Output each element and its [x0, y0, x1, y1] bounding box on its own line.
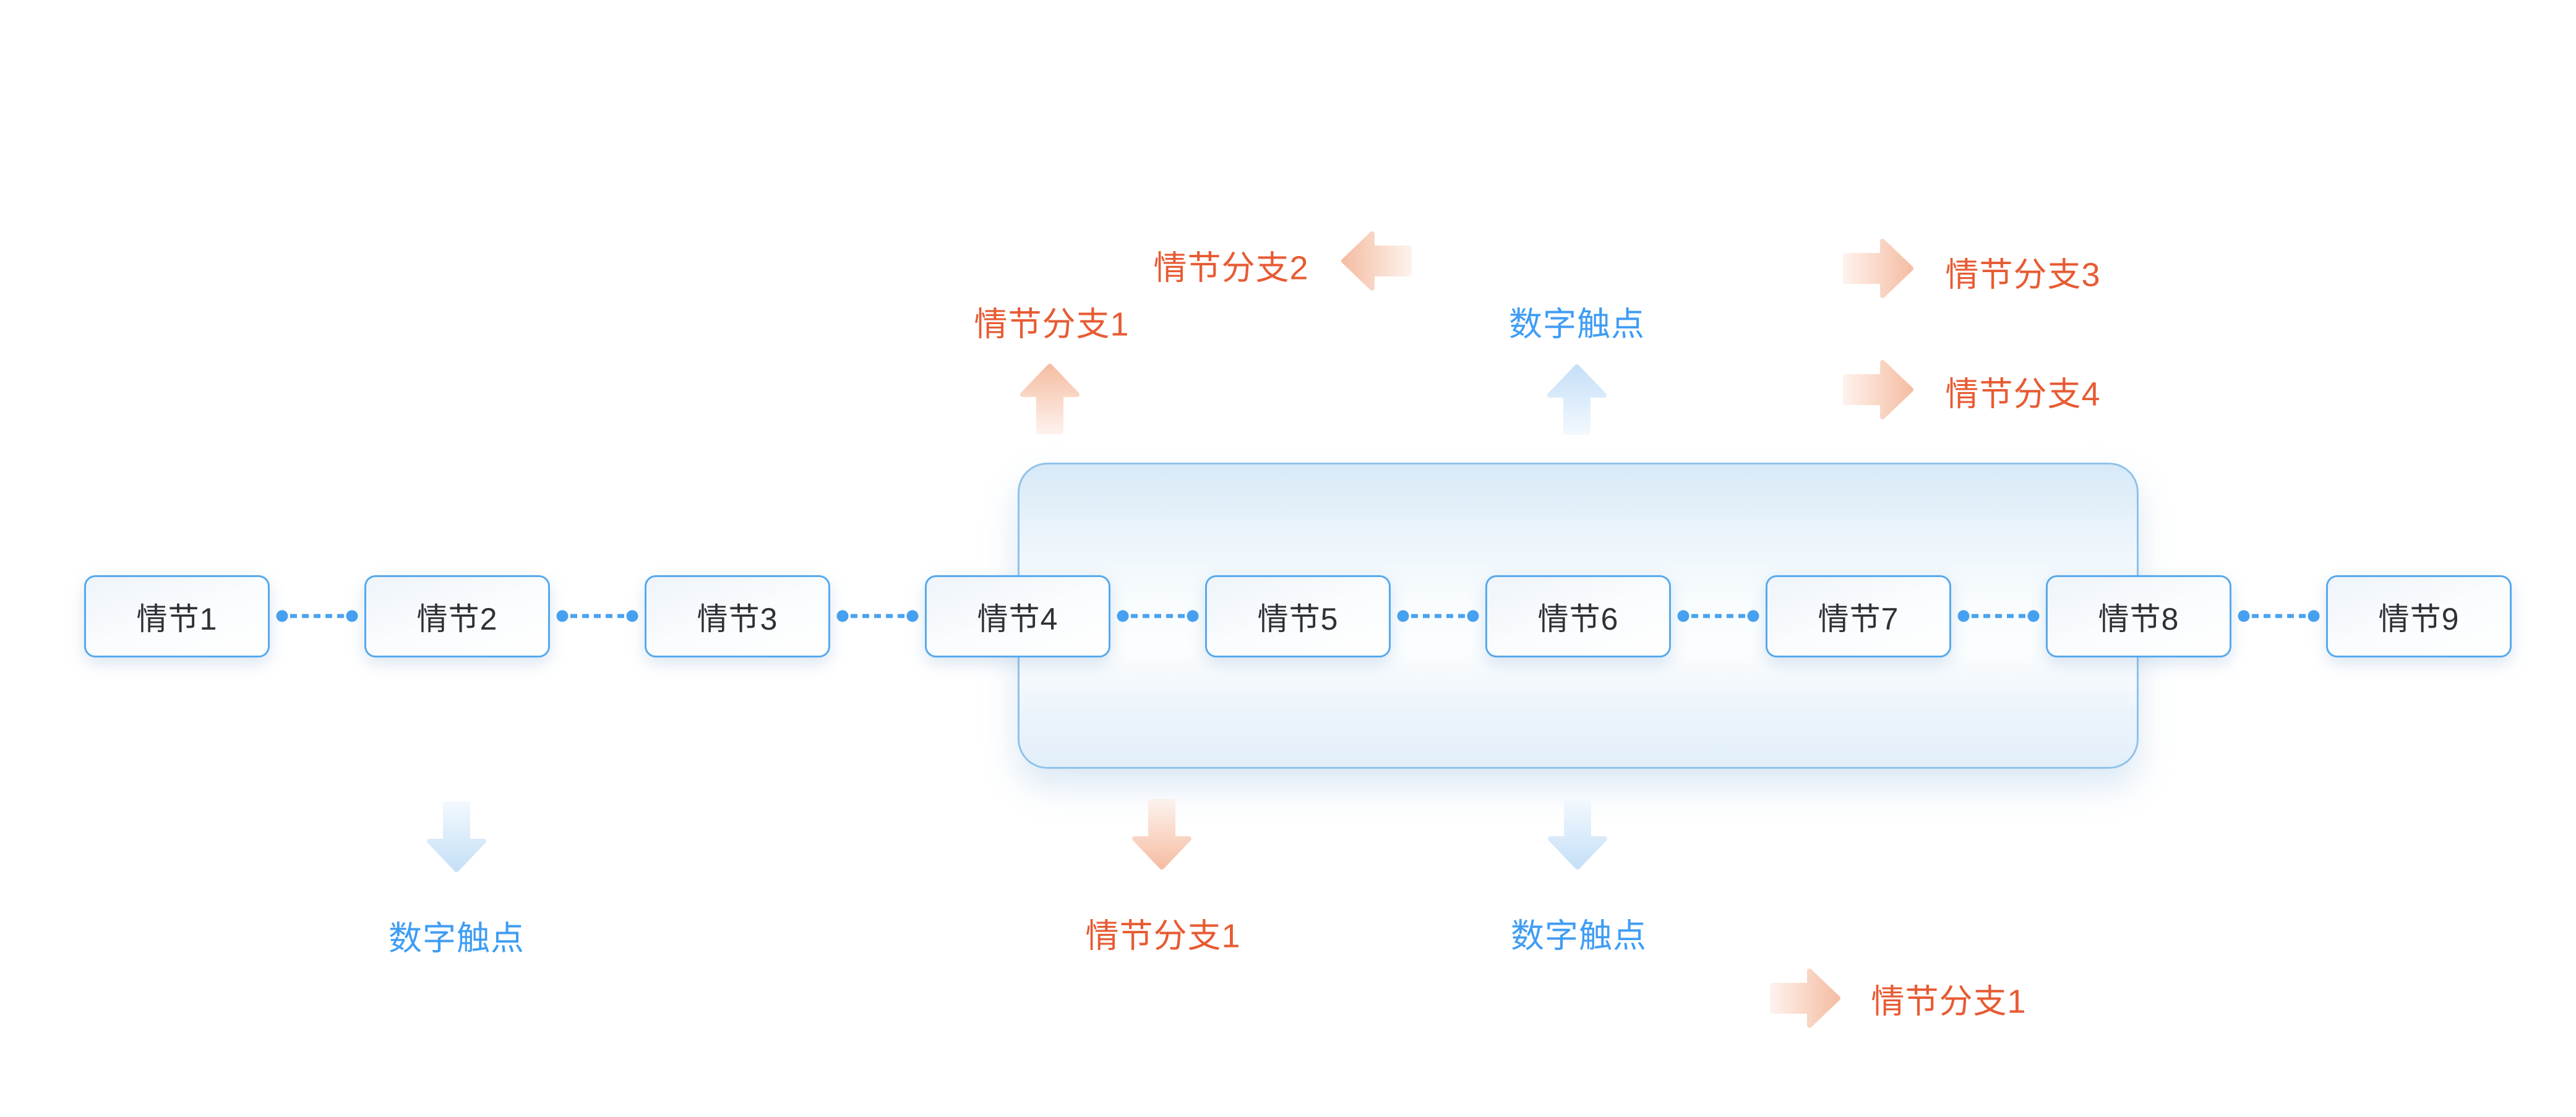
plot-node-label: 情节8	[2098, 601, 2179, 636]
plot-node-6[interactable]: 情节6	[1485, 575, 1671, 657]
plot-node-7[interactable]: 情节7	[1766, 575, 1951, 657]
label-digital-touchpoint-bottom-left: 数字触点	[389, 920, 525, 957]
plot-node-label: 情节4	[977, 601, 1058, 636]
right-arrow-orange-icon	[1770, 969, 1840, 1031]
plot-node-label: 情节1	[136, 601, 218, 636]
plot-node-label: 情节5	[1257, 601, 1339, 636]
label-plot-branch-1-bottom-right: 情节分支1	[1871, 983, 2027, 1021]
connector-8-9	[2231, 609, 2326, 623]
plot-node-9[interactable]: 情节9	[2326, 575, 2512, 657]
plot-node-label: 情节7	[1818, 601, 1899, 636]
up-arrow-orange-icon	[1020, 364, 1080, 437]
plot-node-3[interactable]: 情节3	[645, 575, 830, 657]
label-plot-branch-4: 情节分支4	[1945, 375, 2101, 413]
label-plot-branch-3: 情节分支3	[1945, 256, 2101, 294]
label-plot-branch-2: 情节分支2	[1153, 249, 1309, 287]
plot-node-label: 情节9	[2378, 601, 2460, 636]
label-digital-touchpoint-bottom-mid: 数字触点	[1511, 917, 1647, 955]
plot-node-label: 情节3	[697, 601, 778, 636]
right-arrow-orange-icon	[1843, 239, 1913, 301]
connector-7-8	[1951, 609, 2046, 623]
plot-node-1[interactable]: 情节1	[84, 575, 270, 657]
connector-5-6	[1391, 609, 1485, 623]
down-arrow-blue-icon	[1548, 797, 1607, 873]
right-arrow-orange-icon	[1843, 360, 1913, 422]
plot-node-label: 情节6	[1537, 601, 1619, 636]
down-arrow-blue-icon	[427, 799, 486, 875]
plot-node-5[interactable]: 情节5	[1205, 575, 1391, 657]
connector-1-2	[270, 609, 364, 623]
connector-2-3	[550, 609, 645, 623]
label-plot-branch-1-top: 情节分支1	[974, 306, 1130, 343]
plot-node-8[interactable]: 情节8	[2046, 575, 2231, 657]
label-digital-touchpoint-top: 数字触点	[1509, 306, 1645, 343]
left-arrow-orange-icon	[1341, 231, 1412, 294]
connector-3-4	[830, 609, 925, 623]
plot-node-2[interactable]: 情节2	[364, 575, 550, 657]
connector-6-7	[1671, 609, 1766, 623]
up-arrow-blue-icon	[1547, 364, 1607, 438]
plot-node-label: 情节2	[416, 601, 498, 636]
plot-node-4[interactable]: 情节4	[925, 575, 1110, 657]
label-plot-branch-1-bottom: 情节分支1	[1085, 917, 1241, 955]
connector-4-5	[1110, 609, 1205, 623]
down-arrow-orange-icon	[1132, 797, 1191, 873]
